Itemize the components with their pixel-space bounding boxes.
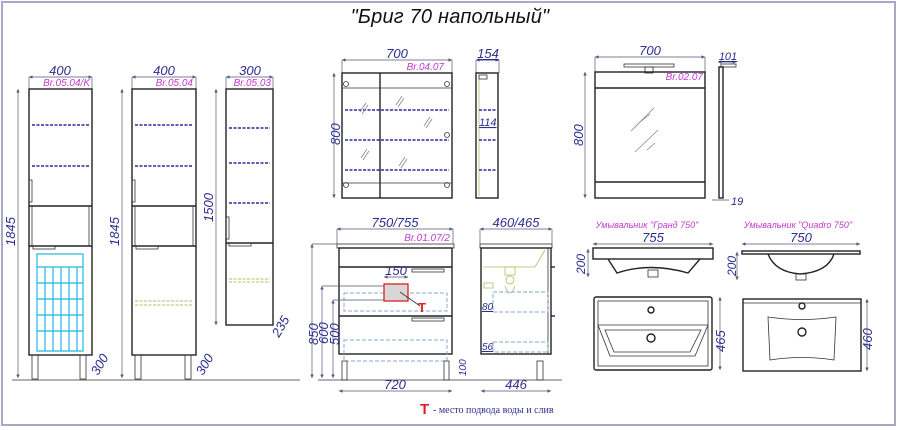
tall-code: Br.05.04: [156, 78, 194, 89]
wall-cabinet-code: Br.05.03: [234, 78, 272, 89]
tall-basket-height: 1845: [3, 216, 18, 246]
vanity-code: Br.01.07/2: [404, 233, 450, 244]
tall-cabinet: 400 Br.05.04 1845 300: [107, 63, 217, 380]
legend-text: - место подвода воды и слив: [433, 405, 554, 416]
mirror-side: 101 19: [712, 51, 743, 208]
mirror-width: 700: [639, 43, 661, 58]
mirror-cabinet-height: 800: [328, 123, 343, 145]
basin-quadro-depth: 460: [860, 328, 875, 350]
tall-basket-code: Br.05.04/K: [43, 78, 91, 89]
mirror-cabinet-shelf-depth: 114: [479, 117, 497, 129]
basin-quadro: Умывальник "Quadro 750" 750 200 460: [725, 220, 875, 372]
tap-marker: T: [418, 300, 426, 315]
wall-cabinet: 300 Br.05.03 1500 235: [201, 63, 293, 340]
vanity-height: 850: [306, 323, 321, 345]
lower-drawer-depth: 56: [482, 342, 494, 353]
mirror-cabinet-width: 700: [386, 46, 408, 61]
tap-height: 600: [316, 322, 331, 344]
tap-zone: [383, 283, 409, 302]
legend-marker: T: [420, 401, 429, 418]
vanity-side: 460/465 80 56 446: [479, 215, 555, 393]
vanity-side-width: 460/465: [493, 215, 541, 230]
vanity-front: 750/755 Br.01.07/2 150 T 850 600 500 100…: [306, 215, 469, 393]
mirror-side-depth: 101: [719, 51, 737, 63]
vanity-side-base-depth: 446: [505, 377, 527, 392]
mirror-cabinet-code: Br.04.07: [407, 62, 445, 73]
vanity-base-width: 720: [384, 377, 406, 392]
vanity-width: 750/755: [372, 215, 420, 230]
wall-cabinet-width: 300: [239, 63, 261, 78]
basin-quadro-height: 200: [725, 256, 739, 277]
basin-grand-height: 200: [574, 254, 588, 275]
wall-cabinet-height: 1500: [201, 192, 216, 222]
mirror-front: 700 Br.02.07 800: [571, 43, 706, 199]
mirror-lamp: [594, 71, 706, 199]
basin-grand: Умывальник "Гранд 750" 755 200 465: [574, 220, 728, 371]
wall-cabinet-depth: 235: [268, 313, 293, 341]
mirror-cabinet-side: 154 114: [475, 46, 500, 199]
laundry-basket: [36, 253, 84, 352]
mirror-base-depth: 19: [731, 196, 743, 208]
drawing-title: "Бриг 70 напольный": [350, 6, 550, 28]
tall-height: 1845: [107, 216, 122, 246]
basin-quadro-width: 750: [790, 230, 812, 245]
mirror-height: 800: [571, 124, 586, 146]
mirror-cabinet-side-depth: 154: [477, 46, 499, 61]
basin-grand-width: 755: [642, 230, 664, 245]
tap-zone-width: 150: [385, 263, 407, 278]
basin-grand-label: Умывальник "Гранд 750": [595, 220, 700, 230]
tall-width: 400: [153, 63, 175, 78]
legend: T - место подвода воды и слив: [420, 401, 554, 418]
tall-basket-width: 400: [49, 63, 71, 78]
basin-quadro-label: Умывальник "Quadro 750": [743, 220, 853, 230]
drain-height: 500: [327, 323, 342, 345]
basin-grand-depth: 465: [713, 330, 728, 352]
leg-height: 100: [458, 359, 469, 376]
mirror-cabinet-front: 700 Br.04.07 800: [328, 46, 453, 199]
mirror-code: Br.02.07: [666, 72, 704, 83]
upper-drawer-depth: 80: [482, 302, 494, 313]
tall-cabinet-basket: 400 Br.05.04/K 1845 300: [3, 63, 112, 380]
